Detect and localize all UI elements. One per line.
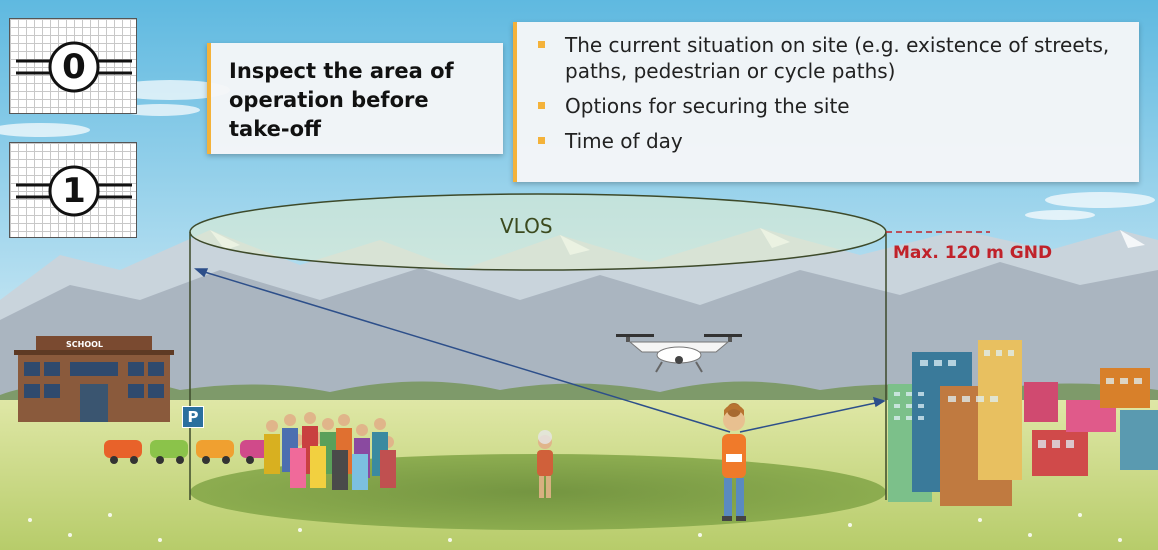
sight-lines bbox=[194, 268, 886, 433]
drone-icon bbox=[616, 334, 742, 373]
elderly-person bbox=[537, 430, 553, 498]
category-0-icon: 0 bbox=[9, 18, 137, 114]
inspect-area-card: Inspect the area of operation before tak… bbox=[207, 43, 503, 154]
parking-sign: P bbox=[182, 406, 204, 428]
clouds bbox=[0, 80, 1155, 220]
crowd bbox=[264, 412, 396, 490]
flowers bbox=[28, 513, 1122, 542]
list-item: Options for securing the site bbox=[535, 93, 1125, 119]
vlos-label: VLOS bbox=[500, 214, 553, 238]
mountains-near bbox=[0, 262, 1158, 400]
bullet-icon bbox=[538, 102, 545, 109]
category-1-number: 1 bbox=[62, 171, 86, 211]
parked-cars bbox=[104, 440, 270, 464]
category-0-number: 0 bbox=[62, 47, 86, 87]
max-height-label: Max. 120 m GND bbox=[893, 243, 1053, 263]
bullet-icon bbox=[538, 137, 545, 144]
city-buildings bbox=[888, 340, 1158, 506]
list-item: The current situation on site (e.g. exis… bbox=[535, 32, 1125, 84]
inspect-area-title: Inspect the area of operation before tak… bbox=[229, 59, 454, 141]
school-building bbox=[14, 336, 174, 422]
bullet-icon bbox=[538, 41, 545, 48]
list-item: Time of day bbox=[535, 128, 1125, 154]
drone-pilot bbox=[722, 403, 746, 521]
category-1-icon: 1 bbox=[9, 142, 137, 238]
considerations-card: The current situation on site (e.g. exis… bbox=[513, 22, 1139, 182]
considerations-list: The current situation on site (e.g. exis… bbox=[535, 32, 1125, 163]
school-sign: SCHOOL bbox=[66, 340, 104, 349]
